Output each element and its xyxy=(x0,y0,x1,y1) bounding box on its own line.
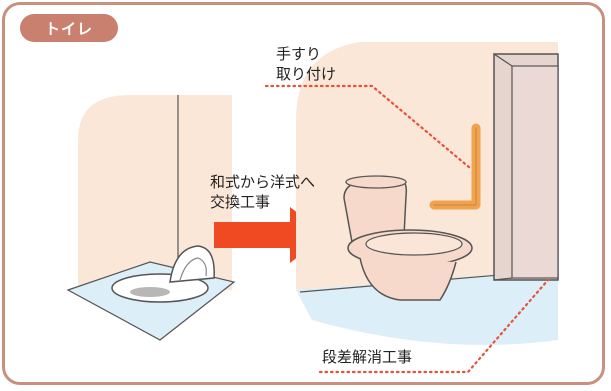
category-badge-label: トイレ xyxy=(44,19,93,38)
category-badge: トイレ xyxy=(20,14,118,42)
western-toilet-room xyxy=(296,42,559,345)
door-jamb xyxy=(493,53,513,67)
japanese-toilet-room xyxy=(66,95,236,341)
squat-toilet-drain xyxy=(130,287,170,297)
door-threshold xyxy=(493,277,513,281)
handrail-annotation: 手すり 取り付け xyxy=(276,44,336,84)
step-removal-annotation: 段差解消工事 xyxy=(322,348,413,366)
door-panel xyxy=(511,65,559,279)
conversion-annotation-line2: 交換工事 xyxy=(210,193,271,211)
toilet-bowl-base xyxy=(359,257,457,301)
toilet-tank-lid xyxy=(345,175,407,189)
squat-toilet-hood-inner xyxy=(179,257,207,281)
handrail-annotation-line1: 手すり xyxy=(276,45,322,63)
squat-toilet-hood xyxy=(169,245,215,283)
handrail-annotation-line2: 取り付け xyxy=(276,65,337,83)
handrail-leader-line xyxy=(264,84,472,170)
toilet-lid-top xyxy=(365,232,463,256)
right-floor xyxy=(296,270,558,345)
conversion-annotation-line1: 和式から洋式へ xyxy=(210,173,316,191)
conversion-annotation: 和式から洋式へ 交換工事 xyxy=(210,172,315,212)
handrail-outline xyxy=(433,127,477,206)
step-leader-line xyxy=(318,278,550,374)
left-wall xyxy=(78,95,232,290)
